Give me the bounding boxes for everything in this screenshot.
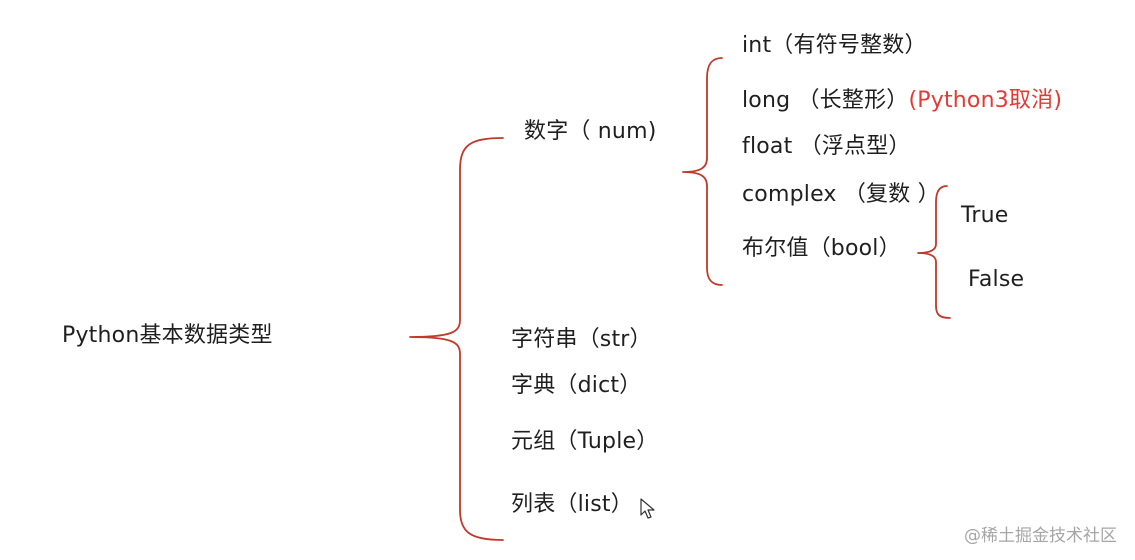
watermark-text: @稀土掘金技术社区 <box>964 526 1117 546</box>
int-label: int（有符号整数） <box>742 33 927 58</box>
str-label: 字符串（str） <box>511 327 652 352</box>
long-note: (Python3取消) <box>908 88 1063 113</box>
root-label: Python基本数据类型 <box>62 323 273 348</box>
true-label: True <box>961 203 1009 228</box>
root-bracket <box>409 137 504 541</box>
float-label: float （浮点型） <box>742 134 911 159</box>
complex-label: complex （复数 ） <box>742 182 940 207</box>
num-label: 数字（ num) <box>524 119 657 144</box>
tuple-label: 元组（Tuple） <box>511 429 659 454</box>
long-text: long （长整形） <box>742 88 909 113</box>
dict-label: 字典（dict） <box>511 373 642 398</box>
list-label: 列表（list） <box>511 492 633 517</box>
long-label: long （长整形）(Python3取消) <box>742 87 1062 115</box>
mouse-pointer-icon <box>640 498 655 519</box>
num-bracket <box>682 57 723 286</box>
bool-label: 布尔值（bool） <box>742 236 901 261</box>
bool-bracket <box>917 185 951 319</box>
false-label: False <box>968 267 1025 292</box>
